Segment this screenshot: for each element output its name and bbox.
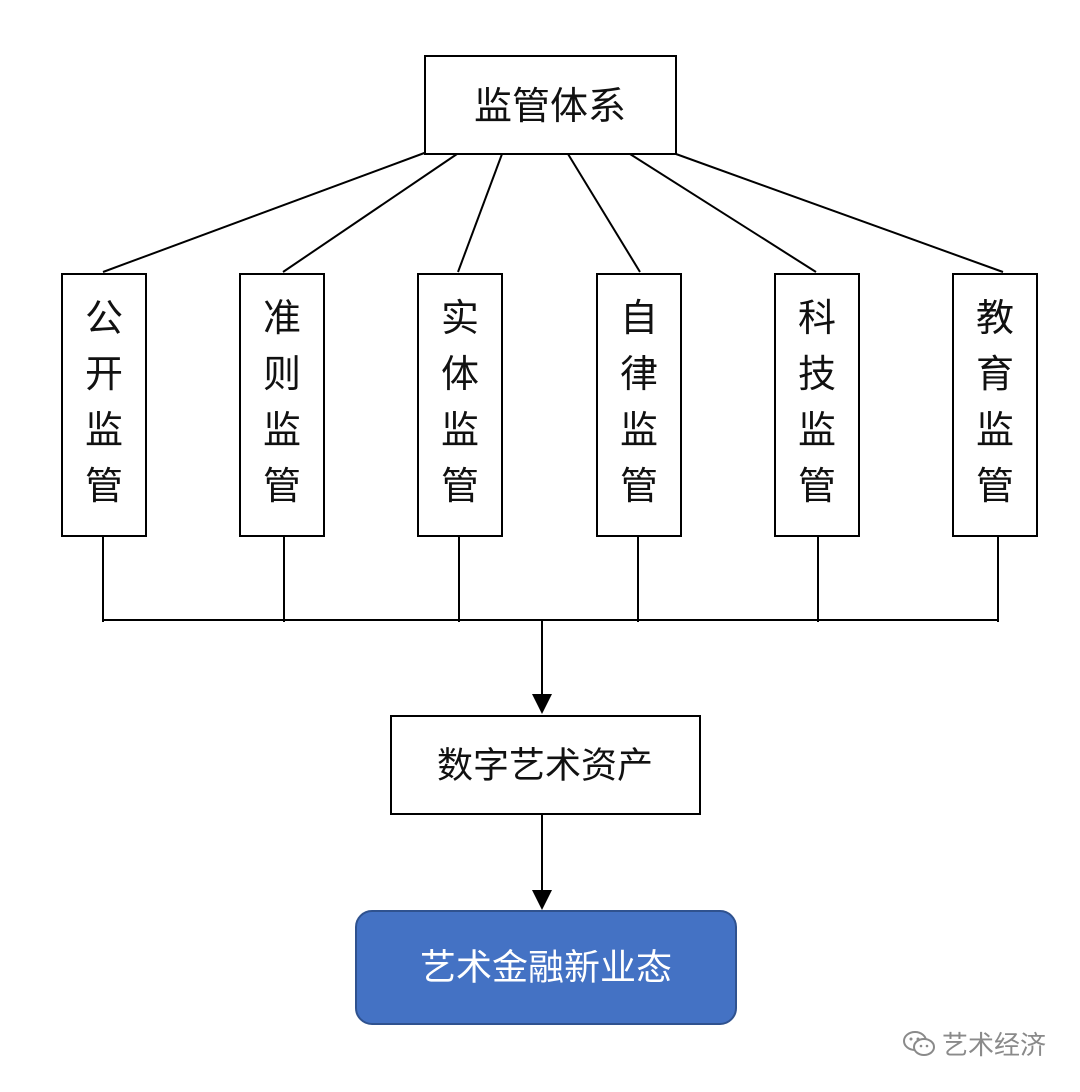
connector-line-tech xyxy=(629,153,817,273)
watermark: 艺术经济 xyxy=(902,1025,1046,1062)
connector-line-edu xyxy=(675,153,1004,273)
category-node-selfdisc: 自律监管 xyxy=(596,273,682,537)
watermark-text: 艺术经济 xyxy=(941,1031,1046,1061)
category-node-selfdisc-label: 自律监管 xyxy=(620,296,658,508)
connector-line-selfdisc xyxy=(567,153,641,273)
bottom-node: 艺术金融新业态 xyxy=(355,910,737,1025)
connector-line-entity xyxy=(457,153,503,273)
category-node-entity: 实体监管 xyxy=(417,273,503,537)
connector-line-open xyxy=(102,151,428,273)
category-node-open: 公开监管 xyxy=(61,273,147,537)
category-node-standard-label: 准则监管 xyxy=(263,296,301,508)
connector-line-standard xyxy=(282,153,458,273)
category-node-tech-label: 科技监管 xyxy=(798,296,836,508)
top-node-label: 监管体系 xyxy=(474,84,626,128)
category-node-standard: 准则监管 xyxy=(239,273,325,537)
category-node-edu: 教育监管 xyxy=(952,273,1038,537)
wechat-icon xyxy=(902,1030,935,1056)
category-node-tech: 科技监管 xyxy=(774,273,860,537)
bottom-node-label: 艺术金融新业态 xyxy=(420,948,672,989)
middle-node-label: 数字艺术资产 xyxy=(437,746,653,787)
category-node-edu-label: 教育监管 xyxy=(976,296,1014,508)
middle-node: 数字艺术资产 xyxy=(390,715,701,815)
category-node-open-label: 公开监管 xyxy=(85,296,123,508)
category-node-entity-label: 实体监管 xyxy=(441,296,479,508)
top-node: 监管体系 xyxy=(424,55,677,155)
